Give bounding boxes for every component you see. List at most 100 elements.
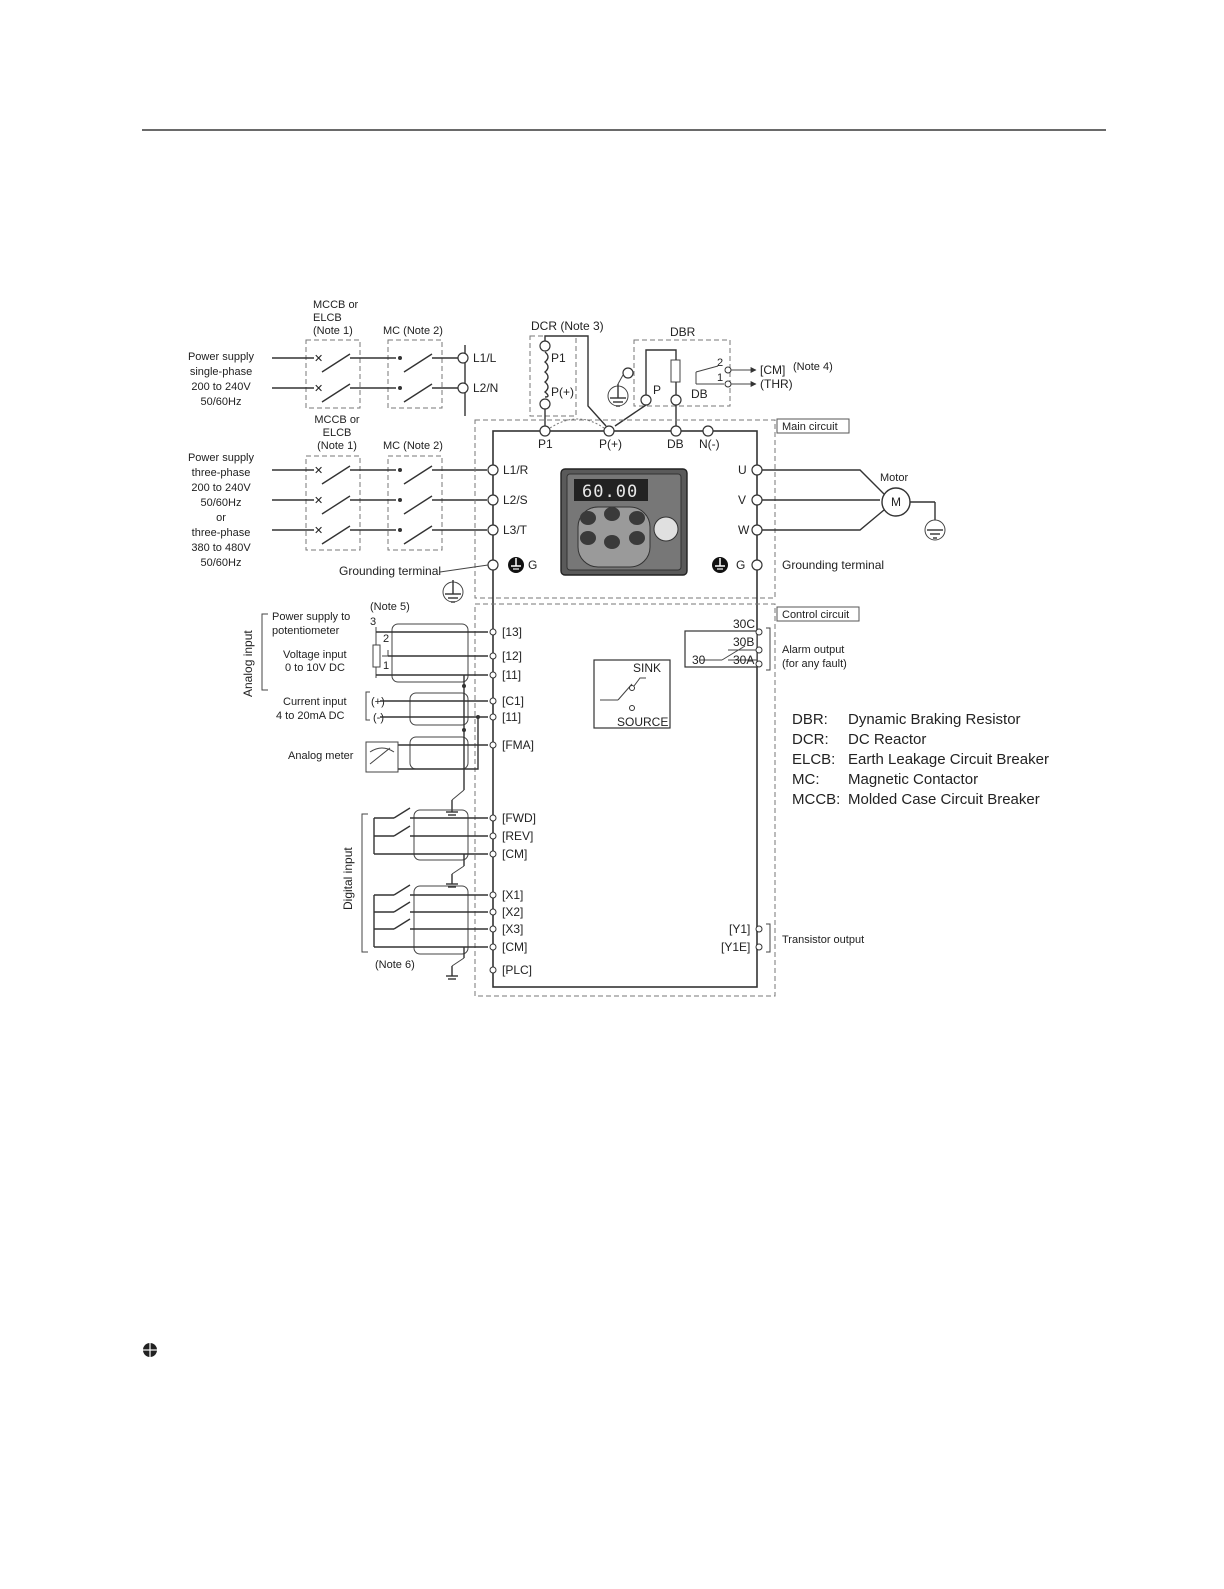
terminal-g-left-label: G <box>528 558 537 572</box>
analog-input-side-label: Analog input <box>241 630 255 697</box>
dbr-num-2: 2 <box>717 357 723 369</box>
terminal-p1-label: P1 <box>538 437 553 451</box>
sink-label: SINK <box>633 661 661 675</box>
terminal-db-label: DB <box>667 437 684 451</box>
svg-text:200 to 240V: 200 to 240V <box>191 482 251 494</box>
alarm-output-label-1: Alarm output <box>782 644 844 656</box>
terminal-nminus-label: N(-) <box>699 437 720 451</box>
pot-pin-2: 2 <box>383 633 389 645</box>
terminal-x2-label: [X2] <box>502 905 523 919</box>
grounding-terminal-right-label: Grounding terminal <box>782 558 884 572</box>
mc-top-box <box>387 339 443 409</box>
svg-text:✕: ✕ <box>314 525 323 537</box>
terminal-30c-label: 30C <box>733 617 755 631</box>
dcr-terminal-pplus <box>539 398 551 410</box>
legend-text-dcr: DC Reactor <box>848 731 926 748</box>
digital-input-bracket <box>361 813 368 953</box>
single-phase-supply-label: Power supply single-phase 200 to 240V 50… <box>188 351 255 408</box>
terminal-y1 <box>755 925 763 933</box>
legend-abbr-mc: MC: <box>792 771 820 788</box>
main-circuit-label: Main circuit <box>782 421 838 433</box>
motor-wiring <box>762 469 946 541</box>
mccb-top-box <box>305 339 361 409</box>
terminal-l3t <box>487 524 499 536</box>
mc-mid-box <box>387 455 443 551</box>
main-circuit-dashed-box <box>474 419 776 599</box>
dbr-terminal-db <box>670 394 682 406</box>
terminal-nminus <box>702 425 714 437</box>
svg-text:50/60Hz: 50/60Hz <box>201 396 242 408</box>
dcr-p1-label: P1 <box>551 351 566 365</box>
terminal-y1e <box>755 943 763 951</box>
dbr-ground-icon <box>607 374 629 407</box>
terminal-u <box>751 464 763 476</box>
inverter-body <box>492 430 758 988</box>
terminal-w-label: W <box>738 523 750 537</box>
ground-symbol-left-icon <box>508 557 524 573</box>
svg-text:three-phase: three-phase <box>192 527 251 539</box>
dbr-title: DBR <box>670 325 696 339</box>
legend-text-elcb: Earth Leakage Circuit Breaker <box>848 751 1049 768</box>
svg-text:50/60Hz: 50/60Hz <box>201 557 242 569</box>
terminal-db <box>670 425 682 437</box>
terminal-w <box>751 524 763 536</box>
dbr-thr-label: (THR) <box>760 377 793 391</box>
voltage-input-label-1: Voltage input <box>283 649 347 661</box>
pot-label-1: Power supply to <box>272 611 350 623</box>
svg-text:Power supply: Power supply <box>188 452 255 464</box>
svg-text:Power supply: Power supply <box>188 351 255 363</box>
dbr-resistor-icon <box>670 359 681 383</box>
svg-text:or: or <box>216 512 226 524</box>
current-input-label-2: 4 to 20mA DC <box>276 710 345 722</box>
terminal-l2s-label: L2/S <box>503 493 528 507</box>
dcr-title: DCR (Note 3) <box>531 319 604 333</box>
transistor-output-label: Transistor output <box>782 934 864 946</box>
mccb-top-label: MCCB or ELCB (Note 1) <box>313 299 359 337</box>
dcr-wire-pplus <box>544 335 607 427</box>
terminal-l1r <box>487 464 499 476</box>
note6-label: (Note 6) <box>375 959 415 971</box>
svg-text:ELCB: ELCB <box>313 312 342 324</box>
terminal-y1-label: [Y1] <box>729 922 750 936</box>
legend-text-dbr: Dynamic Braking Resistor <box>848 711 1021 728</box>
dbr-cm-label: [CM] <box>760 363 785 377</box>
dcr-box <box>529 335 577 417</box>
voltage-input-label-2: 0 to 10V DC <box>285 662 345 674</box>
terminal-cm-a-label: [CM] <box>502 847 527 861</box>
legend-text-mccb: Molded Case Circuit Breaker <box>848 791 1040 808</box>
dbr-note4: (Note 4) <box>793 361 833 373</box>
terminal-12-label: [12] <box>502 649 522 663</box>
pot-label-2: potentiometer <box>272 625 340 637</box>
terminal-g-right-label: G <box>736 558 745 572</box>
svg-text:✕: ✕ <box>314 353 323 365</box>
legend-abbr-elcb: ELCB: <box>792 751 835 768</box>
control-circuit-dashed-box <box>474 603 776 997</box>
dbr-to-pplus <box>614 404 647 427</box>
terminal-p1 <box>539 425 551 437</box>
potentiometer-icon <box>372 627 389 678</box>
terminal-rev-label: [REV] <box>502 829 533 843</box>
main-circuit-label-box <box>776 418 850 434</box>
analog-meter-label: Analog meter <box>288 750 354 762</box>
terminal-cm-b-label: [CM] <box>502 940 527 954</box>
terminal-l2s <box>487 494 499 506</box>
digital-x-wiring <box>373 884 488 980</box>
dcr-coil <box>543 351 549 398</box>
control-circuit-label: Control circuit <box>782 609 849 621</box>
page-mark-icon <box>143 1343 157 1357</box>
dbr-p-label: P <box>653 383 661 397</box>
terminal-11a-label: [11] <box>502 668 521 682</box>
alarm-relay <box>684 630 758 668</box>
ground-left-icon <box>442 580 464 603</box>
analog-terminals <box>489 628 497 749</box>
dbr-ground-terminal <box>622 367 634 379</box>
motor-icon <box>881 487 911 517</box>
dbr-thermal-contact <box>695 365 757 388</box>
terminal-pplus-label: P(+) <box>599 437 622 451</box>
terminal-x1-label: [X1] <box>502 888 523 902</box>
dcr-terminal-p1 <box>539 340 551 352</box>
analog-meter-icon <box>365 741 399 773</box>
relay-number-label: 30 <box>692 653 706 667</box>
